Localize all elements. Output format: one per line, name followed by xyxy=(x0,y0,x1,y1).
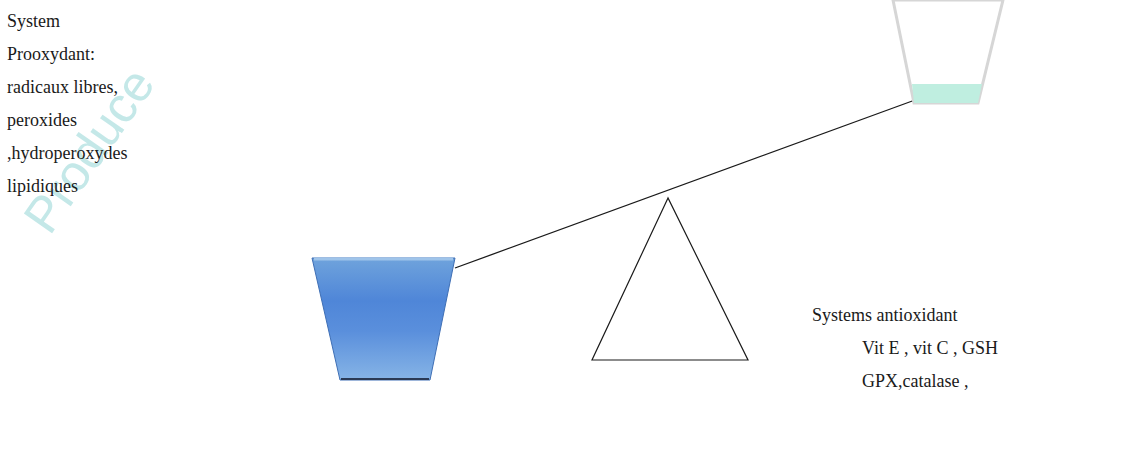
label-text: Prooxydant: xyxy=(7,43,95,65)
label-text: Systems antioxidant xyxy=(812,304,958,326)
pan-base xyxy=(341,378,429,380)
label-text: ,hydroperoxydes xyxy=(7,142,127,164)
label-text: lipidiques xyxy=(7,175,78,197)
pan-content xyxy=(912,84,982,103)
label-text: radicaux libres, xyxy=(7,76,118,98)
pan-rim xyxy=(314,258,453,261)
label-text: System xyxy=(7,10,60,32)
label-text: peroxides xyxy=(7,109,77,131)
prooxidant-pan xyxy=(312,258,455,380)
label-text: GPX,catalase , xyxy=(862,370,968,392)
label-text: Vit E , vit C , GSH xyxy=(862,337,998,359)
fulcrum-triangle xyxy=(592,198,748,360)
antioxidant-pan xyxy=(893,0,1003,103)
